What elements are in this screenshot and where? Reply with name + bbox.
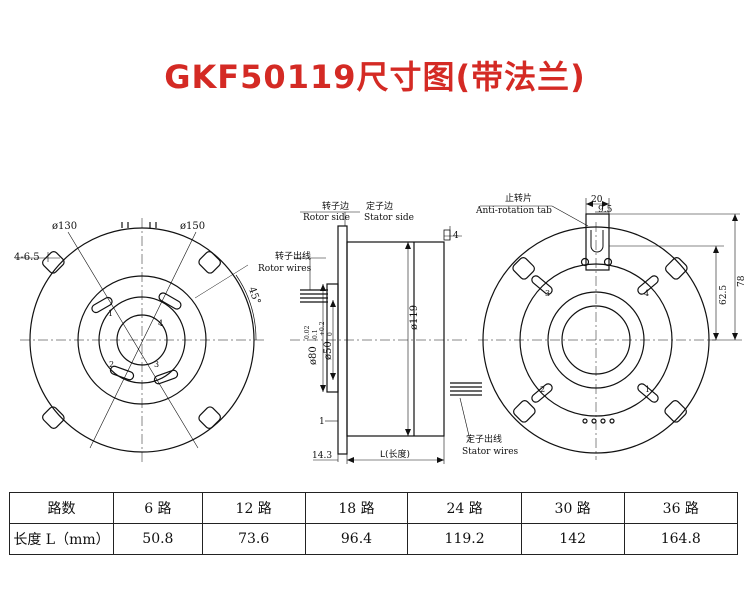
rotor-side-cn: 转子边: [322, 200, 349, 212]
front-view: [15, 218, 264, 462]
back-inner-circle: [547, 291, 645, 389]
spec-table: 路数 6 路 12 路 18 路 24 路 30 路 36 路 长度 L（mm）…: [9, 492, 739, 555]
stator-wires-cn: 定子出线: [466, 433, 502, 445]
side-dim-d119: ø119: [409, 305, 420, 330]
back-dim-62-5: 62.5: [719, 285, 729, 305]
back-hole-1: 1: [645, 385, 650, 394]
side-dim-d50: ø50: [323, 341, 334, 360]
table-cell: 164.8: [623, 523, 739, 555]
side-dim-d80: ø80: [308, 346, 319, 365]
side-dim-4: 4: [453, 231, 459, 241]
flange-slot-left: [42, 251, 65, 274]
front-mid-circle: [77, 275, 207, 405]
flange-slot-bl: [42, 406, 65, 429]
front-dim-d130: ø130: [52, 221, 77, 232]
front-dim-holes: 4-6.5: [14, 252, 40, 263]
rotor-wires-en: Rotor wires: [258, 264, 312, 274]
back-dim-9-5: 9.5: [598, 205, 613, 215]
stator-side-cn: 定子边: [366, 200, 393, 212]
table-cell: 142: [520, 523, 625, 555]
front-hole-3: 3: [154, 360, 159, 369]
table-row: 长度 L（mm） 50.8 73.6 96.4 119.2 142 164.8: [9, 523, 739, 555]
back-view: [478, 198, 742, 460]
table-row: 路数 6 路 12 路 18 路 24 路 30 路 36 路: [9, 492, 739, 524]
table-cell: 12 路: [201, 492, 306, 524]
back-dim-20: 20: [591, 195, 603, 205]
side-view: [290, 211, 482, 464]
front-hole-1: 1: [108, 309, 113, 318]
table-cell: 50.8: [113, 523, 203, 555]
anti-rotation-cn: 止转片: [505, 192, 532, 204]
front-bore: [116, 314, 168, 366]
front-hole-4: 4: [158, 319, 163, 328]
side-dim-L: L(长度): [380, 448, 410, 460]
table-cell: 6 路: [113, 492, 203, 524]
back-dim-78: 78: [737, 275, 747, 287]
stator-side-en: Stator side: [364, 213, 414, 223]
side-dim-d80-upper: -0.02: [304, 325, 311, 341]
back-hole-2: 2: [540, 385, 545, 394]
side-dim-1: 1: [319, 417, 325, 427]
front-inner-circle: [98, 296, 186, 384]
row-header-length: 长度 L（mm）: [9, 523, 114, 555]
side-stator-tab: [443, 229, 451, 241]
table-cell: 18 路: [304, 492, 409, 524]
back-mid-circle: [519, 263, 673, 417]
front-hole-2: 2: [109, 360, 114, 369]
table-cell: 119.2: [407, 523, 522, 555]
rotor-side-en: Rotor side: [303, 213, 350, 223]
table-cell: 36 路: [623, 492, 739, 524]
flange-slot-right: [198, 251, 221, 274]
back-hole-4: 4: [644, 289, 649, 298]
flange-slot-br: [198, 406, 221, 429]
side-hub: [326, 283, 339, 393]
row-header-circuits: 路数: [9, 492, 114, 524]
anti-rotation-en: Anti-rotation tab: [475, 206, 552, 216]
stator-wires-en: Stator wires: [462, 447, 519, 457]
back-hole-3: 3: [545, 289, 550, 298]
table-cell: 24 路: [407, 492, 522, 524]
page-title: GKF50119尺寸图(带法兰): [164, 58, 586, 96]
side-body: [346, 241, 445, 437]
table-cell: 73.6: [201, 523, 306, 555]
front-dim-d150: ø150: [180, 221, 205, 232]
side-dim-d50-lower: 0: [327, 332, 334, 336]
table-cell: 96.4: [304, 523, 409, 555]
rotor-wires-cn: 转子出线: [275, 250, 311, 262]
side-dim-14-3: 14.3: [312, 451, 332, 461]
back-bore: [561, 305, 631, 375]
side-dim-d80-lower: -0.1: [312, 329, 319, 341]
table-cell: 30 路: [520, 492, 625, 524]
side-dim-d50-upper: +0.2: [319, 321, 326, 336]
anti-rotation-tab: [585, 213, 610, 271]
